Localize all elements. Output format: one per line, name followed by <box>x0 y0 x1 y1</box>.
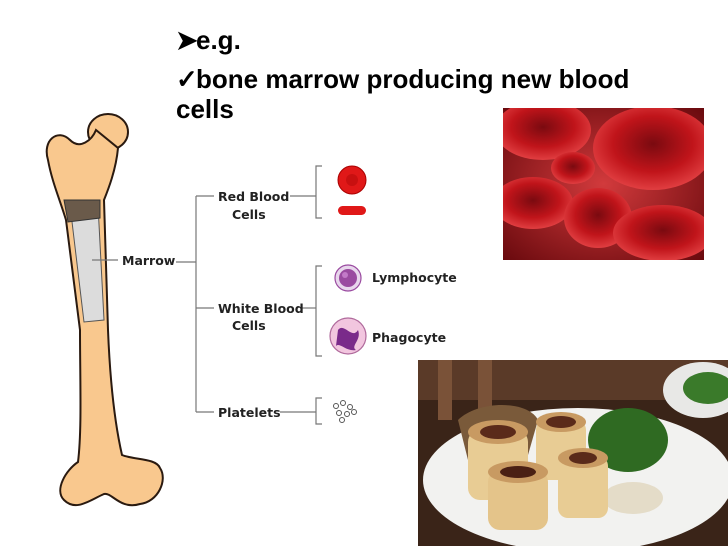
bullet-bone-marrow-text: bone marrow producing new blood cells <box>176 64 630 124</box>
lymphocyte-icon <box>334 264 362 292</box>
arrow-bullet-icon: ➤ <box>176 25 198 55</box>
checkmark-bullet-icon: ✓ <box>176 64 198 94</box>
red-blood-label: Red Blood <box>218 189 290 204</box>
bullet-eg-text: e.g. <box>196 25 241 55</box>
bone-marrow-food-photo <box>418 360 728 546</box>
red-blood-cells-photo <box>503 108 704 260</box>
red-blood-cell-icon <box>337 165 367 215</box>
white-blood-label: White Blood <box>218 301 304 316</box>
platelets-icon <box>333 400 357 423</box>
femur-bone-illustration <box>45 113 164 507</box>
marrow-label: Marrow <box>122 253 176 268</box>
bullet-eg: ➤e.g. <box>176 25 241 55</box>
phagocyte-icon <box>329 317 367 355</box>
phagocyte-label: Phagocyte <box>372 330 447 345</box>
lymphocyte-label: Lymphocyte <box>372 270 457 285</box>
bullet-bone-marrow: ✓bone marrow producing new blood cells <box>176 64 676 124</box>
red-blood-cells-label: Cells <box>232 207 266 222</box>
platelets-label: Platelets <box>218 405 281 420</box>
white-blood-cells-label: Cells <box>232 318 266 333</box>
